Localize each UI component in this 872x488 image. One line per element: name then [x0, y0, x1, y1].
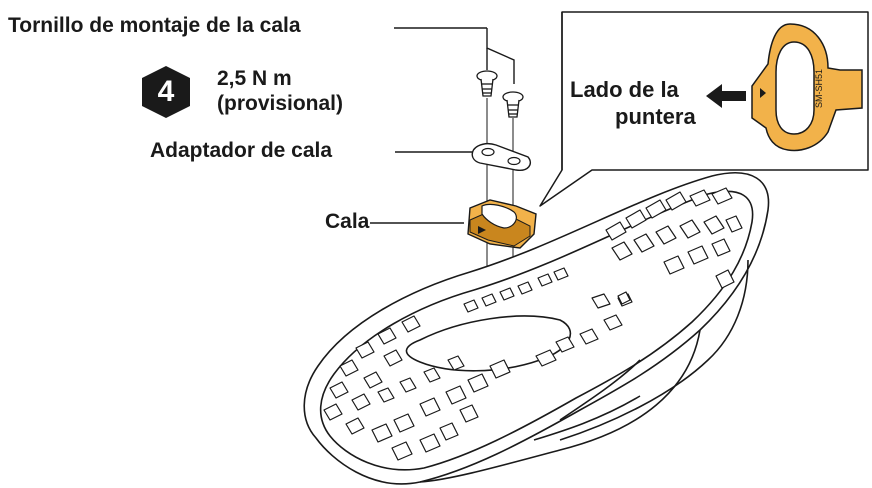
toe-direction-arrow-icon [706, 84, 746, 108]
torque-note: (provisional) [217, 92, 344, 115]
step-number: 4 [157, 75, 175, 108]
cleat-screws [476, 70, 524, 118]
shoe-sole [303, 172, 770, 485]
cleat-part [467, 199, 537, 249]
label-cleat: Cala [325, 210, 370, 233]
label-cleat-fixing-screw: Tornillo de montaje de la cala [8, 14, 301, 37]
toe-label-line-1: Lado de la [570, 77, 679, 102]
inset-model-text: SM-SH51 [814, 69, 824, 108]
step-number-badge [142, 66, 190, 118]
torque-spec: 2,5 N m (provisional) [217, 66, 343, 116]
sole-tread-lugs [323, 187, 743, 461]
label-cleat-adapter: Adaptador de cala [150, 139, 333, 162]
leader-lines [370, 27, 515, 224]
cleat-adapter-plate [471, 142, 532, 172]
toe-label-line-2: puntera [615, 104, 696, 129]
torque-value: 2,5 N m [217, 67, 292, 90]
inset-cleat-icon: SM-SH51 [751, 23, 863, 152]
toe-side-label: Lado de la puntera [570, 76, 696, 130]
